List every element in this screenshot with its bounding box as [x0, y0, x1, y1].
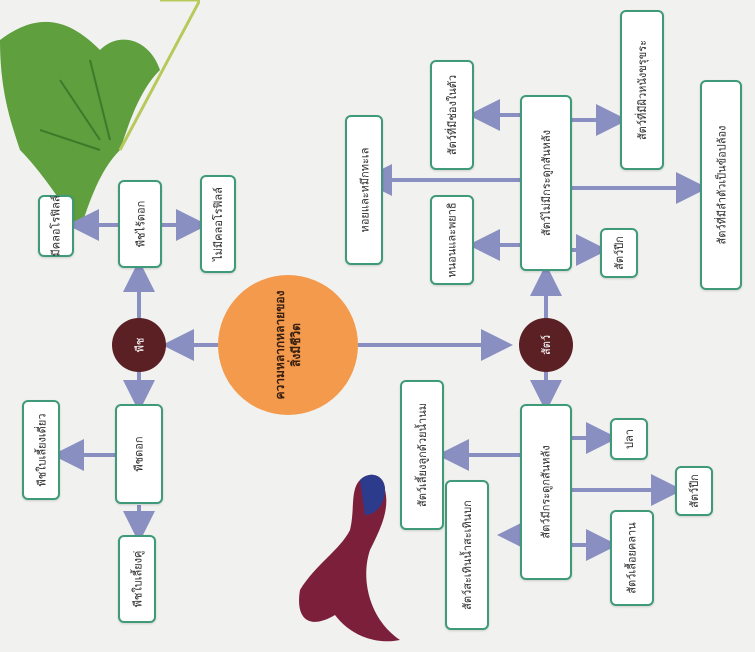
center-node-label: ความหลากหลายของสิ่งมีชีวิต — [273, 290, 303, 400]
invertebrate-child-arthropod: สัตว์ที่มีลำตัวเป็นข้อปล้อง — [700, 80, 742, 290]
vertebrate-box: สัตว์มีกระดูกสันหลัง — [520, 404, 572, 580]
vertebrate-child-bird: สัตว์ปีก — [675, 466, 713, 516]
center-node: ความหลากหลายของสิ่งมีชีวิต — [218, 275, 358, 415]
invertebrate-box: สัตว์ไม่มีกระดูกสันหลัง — [520, 95, 572, 271]
vertebrate-child-label: สัตว์สะเทินน้ำสะเทินบก — [461, 500, 474, 610]
invertebrate-child-mollusk: หอยและหมึกทะเล — [345, 115, 383, 265]
monocot-box: พืชใบเลี้ยงเดี่ยว — [22, 400, 60, 500]
invertebrate-child-bird: สัตว์ปีก — [600, 228, 638, 278]
invertebrate-child-label: สัตว์ที่มีผิวหนังขรุขระ — [636, 39, 650, 141]
vertebrate-child-reptile: สัตว์เลื้อยคลาน — [610, 510, 654, 606]
invertebrate-child-label: สัตว์ที่มีช่องในตัว — [446, 74, 460, 156]
invertebrate-child-label: สัตว์ที่มีลำตัวเป็นข้อปล้อง — [715, 125, 728, 245]
flowering-plant-box: พืชดอก — [115, 404, 163, 504]
vertebrate-child-fish: ปลา — [610, 418, 648, 460]
nonflowering-plant-box: พืชไร้ดอก — [118, 180, 162, 268]
plant-node-label: พืช — [133, 337, 146, 353]
invertebrate-child-label: หนอนและพยาธิ — [446, 202, 460, 278]
without-chlorophyll-label: ไม่มีคลอโรฟิลล์ — [212, 187, 226, 261]
betta-fish-illustration — [299, 474, 400, 642]
invertebrate-child-label: หอยและหมึกทะเล — [358, 147, 371, 233]
monocot-label: พืชใบเลี้ยงเดี่ยว — [35, 413, 49, 487]
vertebrate-child-label: สัตว์ปีก — [688, 474, 701, 508]
plant-node: พืช — [112, 318, 166, 372]
dicot-label: พืชใบเลี้ยงคู่ — [131, 550, 144, 608]
with-chlorophyll-label: มีคลอโรฟิลล์ — [50, 195, 64, 257]
invertebrate-child-label: สัตว์ปีก — [613, 236, 626, 270]
animal-node-label: สัตว์ — [539, 334, 553, 356]
vertebrate-child-mammal: สัตว์เลี้ยงลูกด้วยน้ำนม — [400, 380, 444, 530]
nonflowering-plant-label: พืชไร้ดอก — [134, 200, 148, 248]
leaf-illustration — [0, 0, 200, 231]
vertebrate-child-label: สัตว์เลื้อยคลาน — [626, 522, 640, 594]
without-chlorophyll-box: ไม่มีคลอโรฟิลล์ — [200, 175, 236, 273]
vertebrate-child-amphibian: สัตว์สะเทินน้ำสะเทินบก — [445, 480, 489, 630]
invertebrate-label: สัตว์ไม่มีกระดูกสันหลัง — [540, 130, 554, 236]
invertebrate-child-worm: หนอนและพยาธิ — [430, 195, 474, 285]
animal-node: สัตว์ — [519, 318, 573, 372]
vertebrate-child-label: ปลา — [623, 429, 636, 449]
dicot-box: พืชใบเลี้ยงคู่ — [118, 535, 156, 623]
flowering-plant-label: พืชดอก — [132, 436, 146, 472]
invertebrate-child-echinoderm: สัตว์ที่มีผิวหนังขรุขระ — [620, 10, 664, 170]
with-chlorophyll-box: มีคลอโรฟิลล์ — [38, 195, 74, 257]
vertebrate-label: สัตว์มีกระดูกสันหลัง — [540, 445, 554, 539]
invertebrate-child-cnidarian: สัตว์ที่มีช่องในตัว — [430, 60, 474, 170]
vertebrate-child-label: สัตว์เลี้ยงลูกด้วยน้ำนม — [416, 403, 430, 507]
